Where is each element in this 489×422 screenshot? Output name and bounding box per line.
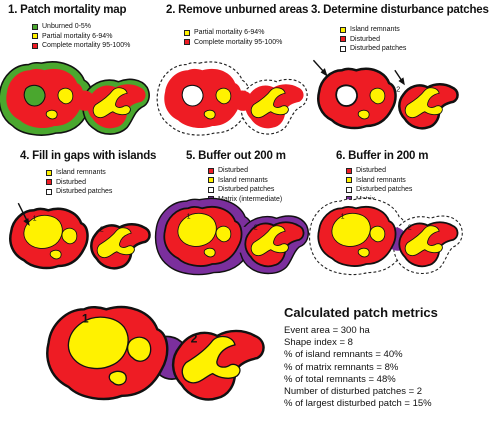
legend-label: Complete mortality 95-100%	[194, 38, 283, 46]
legend-label: Island remnants	[56, 169, 106, 176]
legend-label: Partial mortality 6-94%	[42, 32, 113, 40]
legend-item: Disturbed	[346, 166, 412, 176]
legend-swatch	[208, 186, 214, 193]
legend-label: Disturbed	[350, 35, 380, 43]
legend-item: Complete mortality 95-100%	[32, 41, 130, 51]
legend-swatch	[340, 45, 346, 52]
legend-item: Unburned 0-5%	[32, 22, 130, 32]
legend-label: Complete mortality 95-100%	[42, 42, 131, 49]
unburned-hole	[23, 84, 46, 107]
legend-label: Island remnants	[356, 176, 406, 184]
panel-2-title: 2. Remove unburned areas	[166, 4, 309, 16]
legend-label: Disturbed patches	[356, 186, 413, 193]
metric-line: % of largest disturbed patch = 15%	[284, 398, 432, 410]
panel-1-map	[0, 61, 150, 136]
metric-line: Shape index = 8	[284, 337, 353, 349]
panel-1-title: 1. Patch mortality map	[8, 4, 127, 16]
legend-swatch	[32, 42, 38, 49]
legend-swatch	[340, 36, 346, 43]
legend-swatch	[208, 167, 214, 174]
panel-4-map: 1 2	[9, 202, 151, 270]
panel-5-title: 5. Buffer out 200 m	[186, 150, 286, 162]
panel-3-map: 2	[312, 59, 459, 130]
legend-item: Complete mortality 95-100%	[184, 38, 282, 48]
metric-line: % of matrix remnants = 8%	[284, 361, 399, 373]
legend-label: Disturbed	[356, 167, 386, 174]
metrics-list: Event area = 300 ha Shape index = 8 % of…	[284, 325, 432, 410]
legend-item: Disturbed	[46, 178, 112, 188]
panel-4-title: 4. Fill in gaps with islands	[20, 150, 157, 162]
panel-5-map: 1 2	[154, 197, 309, 276]
patch-2-label: 2	[408, 224, 412, 232]
legend-item: Island remnants	[46, 168, 112, 178]
panel-3-title: 3. Determine disturbance patches	[311, 4, 489, 16]
panel-2-map	[156, 61, 308, 136]
panel-2-legend: Partial mortality 6-94% Complete mortali…	[184, 28, 282, 47]
final-patch-map: 1 2	[46, 305, 265, 401]
metric-line: Event area = 300 ha	[284, 325, 370, 336]
legend-item: Disturbed	[340, 35, 406, 45]
legend-label: Island remnants	[350, 26, 400, 33]
metrics-title: Calculated patch metrics	[284, 305, 438, 320]
legend-label: Disturbed	[56, 178, 86, 186]
panel-3-legend: Island remnants Disturbed Disturbed patc…	[340, 25, 406, 54]
legend-swatch	[32, 33, 38, 40]
patch-1-label: 1	[82, 312, 89, 326]
legend-item: Island remnants	[208, 176, 282, 186]
patch-2-label: 2	[100, 226, 104, 234]
legend-label: Island remnants	[218, 176, 268, 184]
legend-swatch	[340, 26, 346, 33]
panel-1-legend: Unburned 0-5% Partial mortality 6-94% Co…	[32, 22, 130, 51]
legend-item: Disturbed patches	[46, 187, 112, 197]
legend-swatch	[184, 39, 190, 46]
patch-2-label: 2	[254, 224, 258, 232]
legend-swatch	[346, 186, 352, 193]
legend-label: Disturbed patches	[350, 45, 407, 52]
legend-item: Island remnants	[340, 25, 406, 35]
legend-item: Disturbed patches	[340, 44, 406, 54]
legend-item: Island remnants	[346, 176, 412, 186]
panel-6-map: 1 2	[309, 198, 463, 276]
patch-2-label: 2	[191, 332, 198, 346]
legend-label: Unburned 0-5%	[42, 23, 92, 30]
legend-swatch	[32, 23, 38, 30]
metric-line: % of total remnants = 48%	[284, 373, 396, 385]
patch-1-label: 1	[341, 212, 345, 220]
legend-label: Matrix (intermediate)	[218, 195, 283, 203]
legend-swatch	[346, 177, 352, 184]
metric-line: Number of disturbed patches = 2	[284, 386, 423, 398]
legend-label: Disturbed	[218, 167, 248, 174]
legend-item: Disturbed patches	[208, 185, 282, 195]
panel-4-legend: Island remnants Disturbed Disturbed patc…	[46, 168, 112, 197]
legend-item: Disturbed patches	[346, 185, 412, 195]
legend-swatch	[46, 179, 52, 186]
legend-swatch	[46, 188, 52, 195]
patch-2-label: 2	[396, 86, 400, 94]
legend-item: Partial mortality 6-94%	[32, 32, 130, 42]
metric-line: % of island remnants = 40%	[284, 349, 403, 361]
legend-swatch	[46, 169, 52, 176]
panel-6-title: 6. Buffer in 200 m	[336, 150, 429, 162]
legend-item: Disturbed	[208, 166, 282, 176]
legend-label: Partial mortality 6-94%	[194, 29, 265, 36]
legend-item: Partial mortality 6-94%	[184, 28, 282, 38]
patch-1-label: 1	[33, 214, 37, 222]
legend-label: Disturbed patches	[56, 188, 113, 195]
legend-swatch	[208, 177, 214, 184]
patch-1-label: 1	[187, 212, 191, 220]
legend-label: Disturbed patches	[218, 186, 275, 193]
legend-swatch	[346, 167, 352, 174]
legend-swatch	[184, 29, 190, 36]
